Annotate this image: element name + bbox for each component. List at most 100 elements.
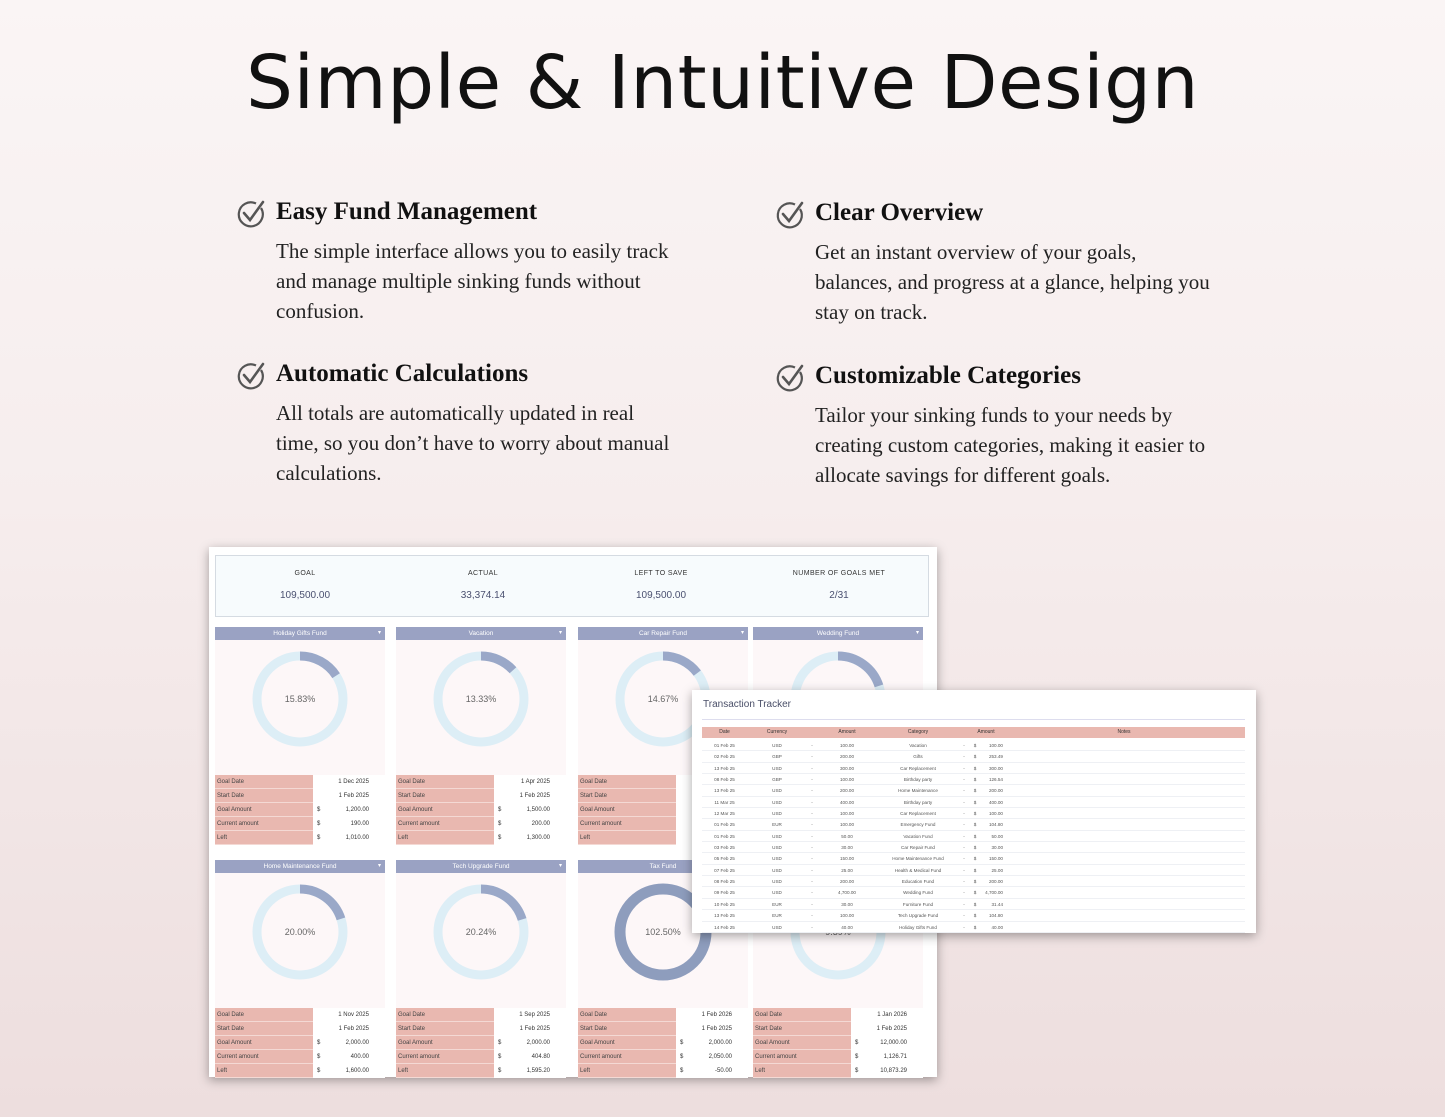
cell-dropdown[interactable]: - [811,788,813,794]
cell-amount-converted: 200.00 [988,788,1003,794]
currency-symbol [494,1022,508,1036]
header-notes: Notes [1117,729,1131,735]
fund-detail-row: Current amount$2,050.00 [578,1050,748,1064]
cell-date: 10 Feb 25 [714,901,735,907]
fund-detail-row: Left$1,600.00 [215,1064,385,1078]
currency-symbol: $ [494,817,508,831]
cell-dropdown[interactable]: - [811,777,813,783]
currency-symbol [313,789,327,803]
cell-notes [1003,842,1245,852]
cell-dropdown[interactable]: - [811,799,813,805]
cell-amount-converted: 400.00 [988,799,1003,805]
cell-amount: 200.00 [839,879,855,885]
cell-dropdown[interactable]: - [811,867,813,873]
cell-dropdown[interactable]: - [963,743,965,748]
cell-dropdown[interactable]: - [811,845,813,851]
cell-dropdown[interactable]: - [811,765,813,771]
cell-notes [1003,751,1245,761]
cell-currency-symbol: $ [973,879,977,885]
cell-amount-converted: 100.00 [988,811,1003,817]
cell-dropdown[interactable]: - [963,845,965,851]
cell-date: 02 Feb 25 [714,754,735,760]
cell-dropdown[interactable]: - [963,901,965,907]
cell-category: Birthday party [903,799,933,805]
summary-label: GOAL [294,570,316,577]
detail-label: Goal Date [578,775,676,789]
fund-name: Holiday Gifts Fund [273,630,327,637]
cell-date: 12 Mar 25 [714,811,735,817]
cell-dropdown[interactable]: - [811,856,813,862]
chevron-down-icon: ▾ [915,630,919,636]
cell-dropdown[interactable]: - [963,867,965,873]
cell-dropdown[interactable]: - [811,743,813,748]
cell-dropdown[interactable]: - [811,890,813,896]
cell-category: Health & Medical Fund [894,867,942,873]
cell-dropdown[interactable]: - [963,890,965,896]
cell-dropdown[interactable]: - [963,799,965,805]
cell-currency-symbol: $ [973,777,977,783]
cell-currency: USD [772,833,782,839]
cell-amount: 100.00 [839,777,855,783]
cell-dropdown[interactable]: - [811,754,813,760]
detail-value: 2,000.00 [690,1036,748,1050]
fund-name-dropdown[interactable]: Home Maintenance Fund▾ [215,860,385,873]
cell-dropdown[interactable]: - [963,833,965,839]
detail-label: Goal Date [753,1008,851,1022]
cell-dropdown[interactable]: - [963,856,965,862]
cell-dropdown[interactable]: - [963,777,965,783]
cell-notes [1003,831,1245,841]
chevron-down-icon: ▾ [558,863,562,869]
summary-value: 33,374.14 [460,590,506,601]
cell-dropdown[interactable]: - [963,822,965,828]
cell-dropdown[interactable]: - [963,913,965,919]
currency-symbol [313,775,327,789]
cell-amount: 200.00 [839,754,855,760]
detail-value: 2,000.00 [508,1036,566,1050]
cell-currency: USD [772,867,782,873]
cell-dropdown[interactable]: - [811,913,813,919]
fund-name-dropdown[interactable]: Vacation▾ [396,627,566,640]
checkmark-circle-icon [237,362,265,390]
currency-symbol: $ [851,1064,865,1078]
detail-value: 400.00 [327,1050,385,1064]
detail-label: Goal Date [215,1008,313,1022]
cell-currency: USD [772,799,782,805]
donut-percent-label: 13.33% [466,694,497,704]
cell-dropdown[interactable]: - [811,879,813,885]
feature-title: Automatic Calculations [276,360,529,387]
page-title: Simple & Intuitive Design [245,40,1200,126]
cell-dropdown[interactable]: - [963,811,965,817]
fund-detail-row: Goal Amount$1,200.00 [215,803,385,817]
cell-dropdown[interactable]: - [963,924,965,930]
detail-label: Goal Amount [215,803,313,817]
cell-currency: EUR [772,913,782,919]
cell-dropdown[interactable]: - [963,879,965,885]
detail-value: 200.00 [508,817,566,831]
detail-label: Current amount [578,1050,676,1064]
cell-currency-symbol: $ [973,754,977,760]
cell-dropdown[interactable]: - [811,901,813,907]
fund-name-dropdown[interactable]: Car Repair Fund▾ [578,627,748,640]
cell-dropdown[interactable]: - [811,811,813,817]
fund-name-dropdown[interactable]: Holiday Gifts Fund▾ [215,627,385,640]
fund-name-dropdown[interactable]: Wedding Fund▾ [753,627,923,640]
fund-detail-row: Current amount$400.00 [215,1050,385,1064]
detail-value: 1,595.20 [508,1064,566,1078]
cell-dropdown[interactable]: - [811,822,813,828]
cell-dropdown[interactable]: - [963,788,965,794]
cell-dropdown[interactable]: - [811,924,813,930]
detail-label: Start Date [753,1022,851,1036]
fund-name-dropdown[interactable]: Tech Upgrade Fund▾ [396,860,566,873]
cell-dropdown[interactable]: - [963,754,965,760]
feature-text: All totals are automatically updated in … [276,401,670,485]
cell-dropdown[interactable]: - [963,765,965,771]
cell-dropdown[interactable]: - [811,833,813,839]
